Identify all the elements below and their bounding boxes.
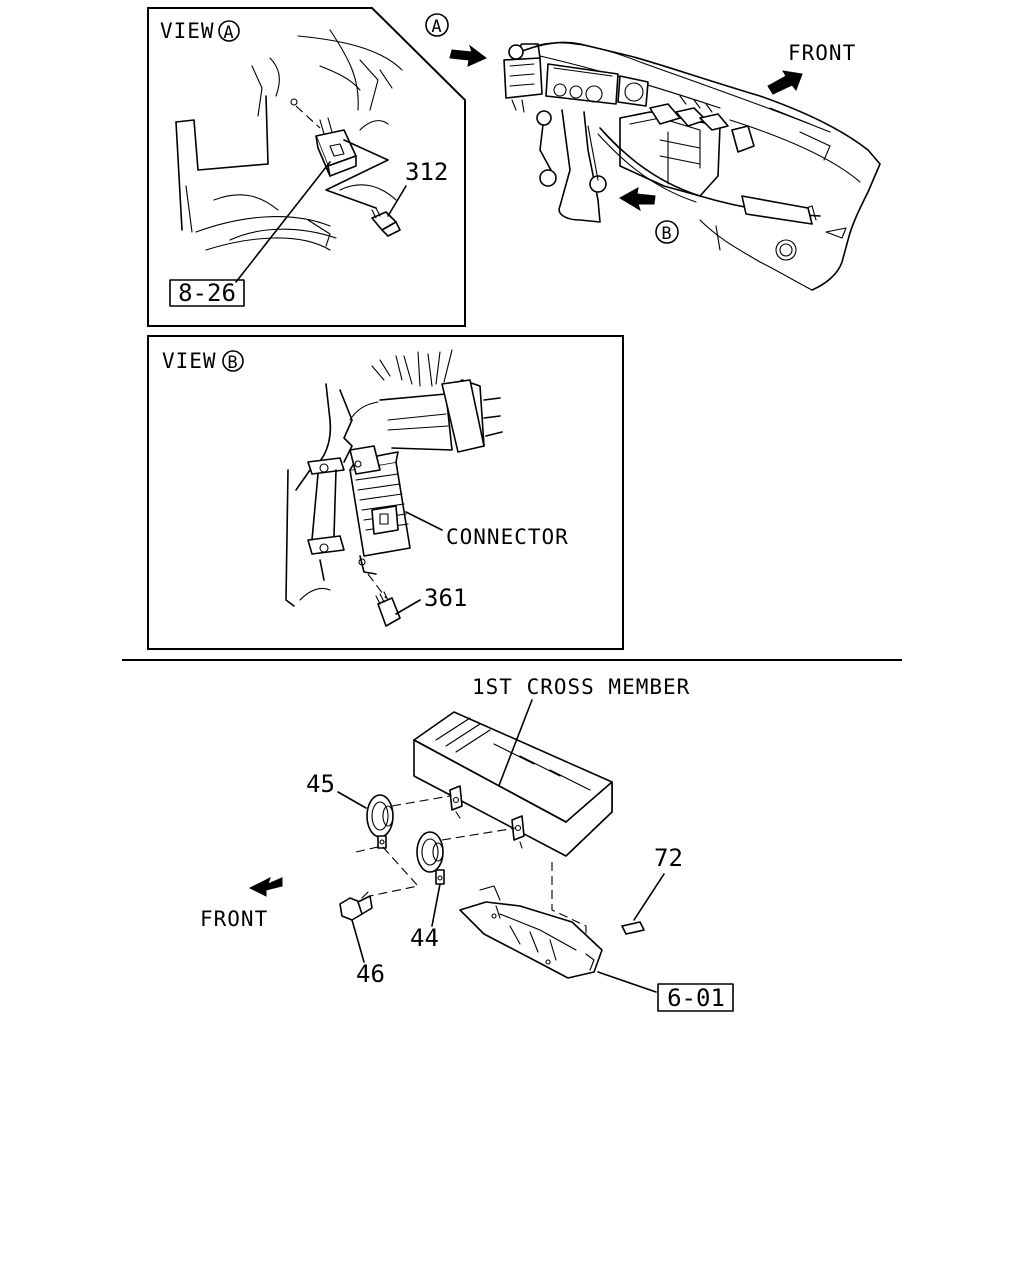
view-a-direction-arrow-icon xyxy=(449,44,487,67)
view-b-direction-arrow-icon xyxy=(619,187,656,212)
dashboard-illustration: A FRONT xyxy=(425,13,881,291)
view-a-marker-circle-icon xyxy=(218,20,240,42)
view-b-part-361: 361 xyxy=(424,584,467,612)
cross-member-label: 1ST CROSS MEMBER xyxy=(472,675,690,699)
dashboard-marker-b: B xyxy=(661,224,672,244)
view-b-title: VIEW xyxy=(162,349,217,373)
splash-guard-reference-box xyxy=(657,983,734,1012)
part-46: 46 xyxy=(356,960,385,988)
view-a-reference-box xyxy=(169,279,245,307)
clip-72-icon xyxy=(621,921,645,935)
view-b-panel: VIEW B CONNECTOR xyxy=(147,335,624,650)
view-a-title: VIEW xyxy=(160,19,215,43)
dashboard-front-label: FRONT xyxy=(788,41,856,65)
view-a-marker: A xyxy=(223,23,234,43)
part-45: 45 xyxy=(306,770,335,798)
dashboard-marker-a: A xyxy=(431,17,442,37)
view-a-panel: VIEW A xyxy=(147,7,466,327)
view-b-connector-label: CONNECTOR xyxy=(446,525,569,549)
horn-front-arrow-icon xyxy=(248,877,283,897)
horn-44-icon xyxy=(416,831,445,885)
part-72: 72 xyxy=(654,844,683,872)
horn-reference: 6-01 xyxy=(667,984,725,1012)
horn-front-label: FRONT xyxy=(200,907,268,931)
view-b-marker-circle-icon xyxy=(222,350,244,372)
dashboard-front-arrow-icon xyxy=(767,70,803,95)
dashboard-marker-b-circle-icon xyxy=(655,220,679,244)
view-a-part-312: 312 xyxy=(405,158,448,186)
part-44: 44 xyxy=(410,924,439,952)
horn-45-icon xyxy=(366,794,394,849)
bolt-46-icon xyxy=(339,891,373,921)
view-a-reference: 8-26 xyxy=(178,279,236,307)
horn-assembly-illustration: 1ST CROSS MEMBER 45 xyxy=(200,675,734,1012)
dashboard-marker-a-circle-icon xyxy=(425,13,449,37)
view-b-marker: B xyxy=(227,353,238,373)
